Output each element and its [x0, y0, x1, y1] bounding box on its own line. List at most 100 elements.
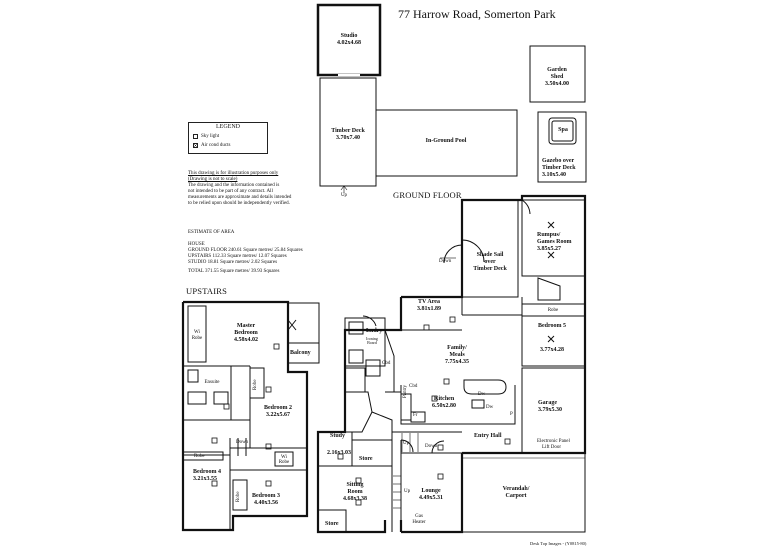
shade-sail-name-1: Shade Sail — [476, 252, 504, 258]
pantry-label: Pantry — [403, 384, 408, 398]
shade-sail-door-arc — [461, 239, 485, 263]
garage-name: Garage — [538, 400, 557, 406]
lounge-size: 4.49x5.31 — [419, 495, 443, 501]
laundry-outline — [344, 317, 386, 367]
ground-floor-label: GROUND FLOOR — [393, 190, 462, 200]
garden-shed-outline — [529, 45, 586, 103]
fridge-label: Fr — [413, 413, 418, 418]
garage-panel-2: Lift Door — [542, 445, 562, 450]
dishwasher-label: Dw — [478, 392, 486, 397]
kitchen-outline — [400, 385, 516, 425]
bedroom5-robe-label: Robe — [547, 308, 559, 313]
disclaimer-body-3: measurements are approximate and details… — [188, 195, 292, 200]
sitting-size: 4.68x3.38 — [343, 496, 367, 502]
bedroom5-name: Bedroom 5 — [538, 323, 567, 329]
garden-shed-name-2: Shed — [550, 74, 564, 80]
property-address-title: 77 Harrow Road, Somerton Park — [398, 7, 556, 21]
estimate-studio: STUDIO 18.81 Square metres/ 2.02 Squares — [188, 260, 278, 265]
family-size: 7.75x4.35 — [445, 359, 469, 365]
bedroom2-size: 3.22x5.67 — [266, 412, 290, 418]
family-name-1: Family/ — [447, 345, 467, 351]
studio-name: Studio — [340, 33, 358, 39]
footer-credit: Desk Top Images - (Y0815-80) — [530, 541, 587, 546]
verandah-name-1: Verandah/ — [502, 486, 530, 492]
spa-name: Spa — [558, 127, 568, 133]
bedroom3-size: 4.40x3.56 — [254, 500, 278, 506]
bedroom3-wi-2: Robe — [278, 460, 290, 465]
dishwasher-label-2: Dw — [486, 405, 494, 410]
garage-size: 3.79x5.30 — [538, 407, 562, 413]
upstairs-label: UPSTAIRS — [186, 286, 228, 296]
ironing-board-2: Board — [367, 340, 377, 345]
master-wi-robe — [187, 305, 207, 363]
balcony-outline — [287, 302, 320, 364]
sitting-name-1: Sitting — [346, 482, 364, 488]
store-name-1: Store — [359, 456, 373, 462]
gazebo-name-1: Gazebo over — [542, 158, 575, 164]
legend-item-aircon: Air cond ducts — [193, 143, 230, 148]
ironing-board-1: Ironing — [366, 336, 378, 341]
rumpus-size: 3.85x5.27 — [537, 246, 561, 252]
cupboard-label-1: Cbd — [382, 361, 391, 366]
family-name-2: Meals — [449, 352, 465, 358]
estimate-total: TOTAL 371.55 Square metres/ 39.93 Square… — [188, 269, 280, 274]
kitchen-name: Kitchen — [433, 396, 455, 402]
ensuite-outline — [182, 365, 232, 421]
upstairs-down-label: Down — [236, 440, 249, 445]
estimate-ground: GROUND FLOOR 240.61 Square metres/ 25.84… — [188, 248, 303, 253]
legend-label-skylight: Sky light — [201, 134, 220, 139]
gas-heater-1: Gas — [415, 514, 423, 519]
shade-sail-outline — [461, 200, 519, 298]
gazebo-outline — [537, 111, 587, 183]
rumpus-name-1: Rumpus/ — [537, 232, 561, 238]
estimate-upstairs: UPSTAIRS 112.33 Square metres/ 12.07 Squ… — [188, 254, 287, 259]
bedroom3-robe — [232, 479, 248, 511]
bedroom3-name: Bedroom 3 — [251, 493, 281, 499]
bedroom4-name: Bedroom 4 — [193, 469, 222, 475]
store-2 — [317, 509, 347, 533]
gazebo-size: 3.10x5.40 — [542, 172, 566, 178]
legend-label-aircon: Air cond ducts — [201, 143, 231, 148]
garden-shed-name-1: Garden — [547, 67, 567, 73]
disclaimer-line2: (Drawing is not to scale) — [188, 177, 238, 182]
balcony-name: Balcony — [290, 350, 311, 356]
spa-inner — [551, 120, 574, 142]
lounge-name: Lounge — [421, 488, 441, 494]
bedroom2-name: Bedroom 2 — [263, 405, 293, 411]
kitchen-island — [463, 379, 507, 395]
fridge — [410, 411, 426, 423]
tv-area-size: 3.81x1.89 — [417, 306, 441, 312]
entry-down-label: Down — [425, 444, 438, 449]
bedroom5-size: 3.77x4.28 — [540, 347, 564, 353]
rumpus-outline — [521, 199, 586, 277]
disclaimer-body-2: not intended to be part of any contract.… — [188, 189, 273, 194]
bedroom3-robe-label: Robe — [236, 491, 241, 502]
pantry-p-label: P — [510, 412, 513, 417]
disclaimer-body-1: The drawing and the information containe… — [188, 183, 280, 188]
verandah-name-2: Carport — [505, 493, 527, 499]
tv-area-name: TV Area — [418, 299, 440, 305]
store-name-2: Store — [325, 521, 339, 527]
cupboard-label-2: Cbd — [409, 384, 418, 389]
master-wi-2: Robe — [191, 336, 203, 341]
legend-heading: LEGEND — [216, 124, 240, 130]
rumpus-name-2: Games Room — [537, 239, 572, 245]
deck-up-label: Up — [340, 193, 348, 198]
pool-name: In-Ground Pool — [425, 138, 467, 144]
estimate-heading: ESTIMATE OF AREA — [188, 230, 235, 235]
legend-item-skylight: Sky light — [193, 134, 219, 139]
spa-outline — [548, 117, 577, 145]
kitchen-size: 6.50x2.80 — [432, 403, 456, 409]
bedroom4-size: 3.21x3.55 — [193, 476, 217, 482]
master-size: 4.58x4.02 — [234, 337, 258, 343]
shade-sail-name-2: over — [484, 259, 496, 265]
gas-heater-2: Heater — [412, 520, 426, 525]
legend: LEGEND Sky light Air cond ducts — [188, 122, 268, 154]
timber-deck-size: 3.70x7.40 — [336, 135, 360, 141]
study-size: 2.16x3.03 — [327, 450, 351, 456]
aircon-duct-icon — [193, 143, 198, 148]
pool-outline — [375, 109, 518, 177]
lounge-up-label: Up — [404, 489, 411, 494]
